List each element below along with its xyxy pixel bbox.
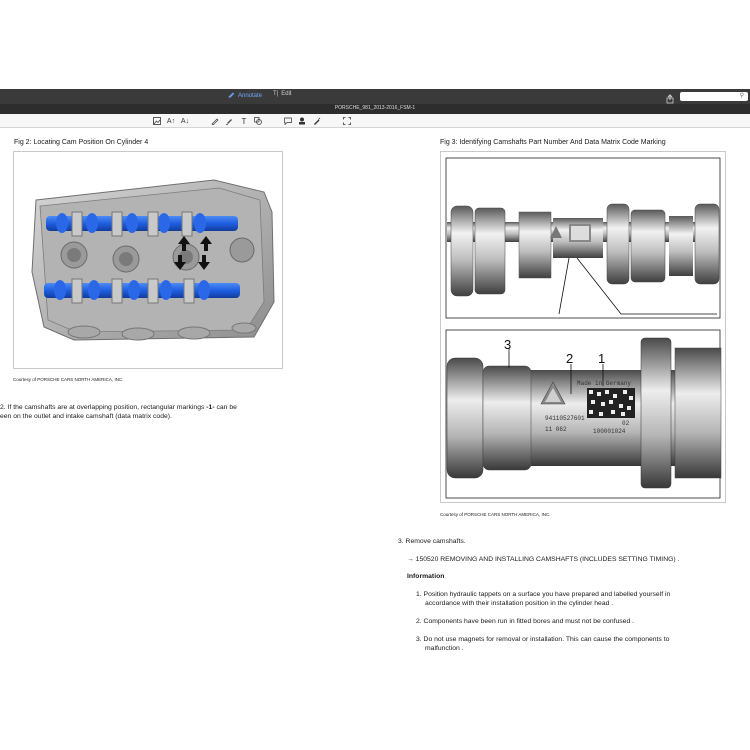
fig3-caption: Fig 3: Identifying Camshafts Part Number… — [440, 139, 666, 146]
info-item-2: 2. Components have been run in fitted bo… — [416, 618, 635, 625]
step3-text: 3. Remove camshafts. — [398, 538, 466, 545]
search-icon: ⚲ — [739, 93, 744, 99]
fig2-caption: Fig 2: Locating Cam Position On Cylinder… — [14, 139, 149, 146]
document-title-bar: PORSCHE_981_2013-2016_FSM-1 — [0, 104, 750, 114]
pencil-tool-button[interactable] — [209, 115, 221, 127]
step2-text-a: 2. If the camshafts are at overlapping p… — [0, 404, 207, 411]
text-edit-icon: T| — [273, 91, 279, 97]
text-box-tool-button[interactable]: T — [238, 115, 250, 127]
camshaft-marking-illustration: 3 2 1 Made in Germany 94110527601 02 11 … — [445, 157, 722, 499]
fig3-figure: 3 2 1 Made in Germany 94110527601 02 11 … — [440, 151, 726, 503]
step2-line2: een on the outlet and intake camshaft (d… — [0, 413, 172, 420]
text-size-up-button[interactable]: A↑ — [165, 115, 177, 127]
marking-date: 11 062 — [545, 426, 567, 433]
share-icon — [666, 94, 674, 104]
fig2-figure — [13, 151, 283, 369]
image-tool-button[interactable] — [151, 115, 163, 127]
text-size-down-icon: A↓ — [180, 117, 190, 125]
pen-tool-button[interactable] — [311, 115, 323, 127]
tab-annotate[interactable]: Annotate — [228, 91, 262, 100]
callout-3: 3 — [504, 337, 511, 352]
marking-made-in: Made in Germany — [577, 380, 631, 387]
note-tool-button[interactable] — [282, 115, 294, 127]
pen-icon — [314, 117, 321, 125]
highlighter-icon — [226, 119, 232, 125]
shapes-icon — [254, 117, 262, 125]
crop-icon — [343, 117, 351, 125]
search-input[interactable]: ⚲ — [680, 92, 748, 101]
image-icon — [153, 117, 161, 125]
marking-part-number: 94110527601 — [545, 415, 585, 422]
pencil-icon — [211, 118, 219, 125]
marking-serial: 100001024 — [593, 428, 626, 435]
info-item-3: 3. Do not use magnets for removal or ins… — [416, 635, 716, 653]
text-box-icon: T — [241, 116, 247, 126]
app-titlebar: Annotate T| Edit ⚲ — [0, 89, 750, 104]
info-item-3-line1: 3. Do not use magnets for removal or ins… — [416, 636, 670, 643]
info-item-1: 1. Position hydraulic tappets on a surfa… — [416, 590, 716, 608]
tab-edit[interactable]: T| Edit — [273, 91, 292, 97]
fig2-courtesy: Courtesy of PORSCHE CARS NORTH AMERICA, … — [13, 377, 124, 382]
info-item-3-line2: malfunction . — [425, 645, 464, 652]
annotation-toolbar: A↑ A↓ T — [0, 114, 750, 128]
annotate-pen-icon — [228, 91, 235, 100]
highlighter-tool-button[interactable] — [223, 115, 235, 127]
document-title: PORSCHE_981_2013-2016_FSM-1 — [334, 105, 416, 111]
step2-paragraph: 2. If the camshafts are at overlapping p… — [0, 403, 300, 421]
shapes-tool-button[interactable] — [252, 115, 264, 127]
callout-1: 1 — [598, 351, 605, 366]
information-heading: Information — [407, 573, 445, 580]
removing-installing-camshafts-link[interactable]: → 150520 REMOVING AND INSTALLING CAMSHAF… — [407, 556, 680, 563]
info-item-1-line2: accordance with their installation posit… — [425, 600, 614, 607]
step2-marker: -1- — [206, 404, 215, 411]
callout-2: 2 — [566, 351, 573, 366]
crop-tool-button[interactable] — [341, 115, 353, 127]
tab-edit-label: Edit — [281, 91, 292, 97]
text-size-up-icon: A↑ — [166, 117, 176, 125]
marking-revision: 02 — [622, 420, 630, 427]
stamp-tool-button[interactable] — [296, 115, 308, 127]
step2-text-b: can be — [214, 404, 237, 411]
tab-annotate-label: Annotate — [238, 92, 263, 99]
text-size-down-button[interactable]: A↓ — [179, 115, 191, 127]
note-icon — [284, 117, 292, 125]
engine-head-illustration — [31, 179, 275, 341]
fig3-courtesy: Courtesy of PORSCHE CARS NORTH AMERICA, … — [440, 512, 551, 517]
info-item-1-line1: 1. Position hydraulic tappets on a surfa… — [416, 591, 671, 598]
share-button[interactable] — [666, 91, 676, 104]
stamp-icon — [299, 117, 305, 125]
